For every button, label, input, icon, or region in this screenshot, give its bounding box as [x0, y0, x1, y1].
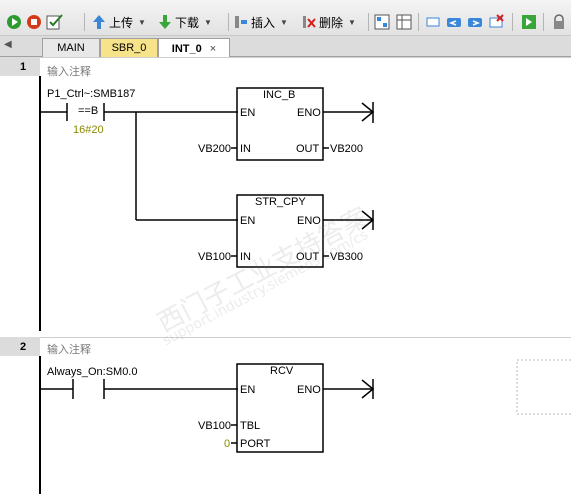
run-icon[interactable] [6, 12, 22, 32]
box-inc-b-in: IN [240, 143, 251, 155]
box-inc-b-out: OUT [296, 143, 320, 155]
network-2-header[interactable] [0, 337, 40, 356]
tab-main-label: MAIN [57, 42, 85, 54]
download-button[interactable]: 下载 ▼ [158, 12, 212, 32]
box-str-cpy-en: EN [240, 215, 256, 227]
contact-1-value[interactable]: 16#20 [73, 124, 104, 136]
symbol-table-icon[interactable] [396, 12, 412, 32]
blank-box-icon[interactable] [425, 12, 441, 32]
upload-label: 上传 [109, 15, 134, 30]
scroll-left-icon[interactable]: ◀ [4, 39, 12, 50]
network-1-comment[interactable]: 输入注释 [47, 66, 91, 78]
box-str-cpy-out: OUT [296, 251, 320, 263]
tab-int-0-label: INT_0 [171, 42, 202, 55]
contact-1-op: ==B [78, 105, 99, 117]
contact-2-operand[interactable]: Always_On:SM0.0 [47, 366, 138, 378]
back-arrow-icon[interactable] [446, 12, 462, 32]
box-inc-b-eno: ENO [297, 107, 321, 119]
box-inc-b-in-operand[interactable]: VB200 [198, 143, 232, 155]
box-str-cpy-title: STR_CPY [255, 196, 306, 208]
tab-sbr-0-label: SBR_0 [111, 42, 147, 54]
close-tab-icon[interactable]: × [209, 42, 217, 55]
download-label: 下载 [175, 15, 200, 30]
upload-dropdown-icon[interactable]: ▼ [138, 17, 146, 27]
clear-icon[interactable] [488, 12, 504, 32]
insert-label: 插入 [251, 15, 276, 30]
selection-box [516, 359, 571, 415]
insert-icon [235, 16, 247, 28]
box-str-cpy-out-operand[interactable]: VB300 [330, 251, 364, 263]
tab-sbr-0[interactable]: SBR_0 [100, 38, 158, 57]
box-inc-b-en: EN [240, 107, 256, 119]
upload-arrow-icon [93, 15, 105, 29]
network-view-icon[interactable] [374, 12, 390, 32]
ladder-editor[interactable]: 1 2 输入注释 输入注释 [0, 57, 571, 494]
box-rcv-port: PORT [240, 438, 271, 450]
box-str-cpy-eno: ENO [297, 215, 321, 227]
forward-arrow-icon[interactable] [467, 12, 483, 32]
box-str-cpy-in: IN [240, 251, 251, 263]
network-1-number: 1 [20, 61, 27, 73]
contact-1-operand[interactable]: P1_Ctrl~:SMB187 [47, 88, 136, 100]
box-str-cpy-in-operand[interactable]: VB100 [198, 251, 232, 263]
delete-dropdown-icon[interactable]: ▼ [348, 17, 356, 27]
insert-dropdown-icon[interactable]: ▼ [280, 17, 288, 27]
power-rail-1 [39, 76, 41, 331]
network-2-number: 2 [20, 341, 27, 353]
stop-icon[interactable] [26, 12, 42, 32]
box-rcv-en: EN [240, 384, 256, 396]
download-arrow-icon [159, 15, 171, 29]
exit-icon[interactable] [521, 12, 537, 32]
network-2-comment[interactable]: 输入注释 [47, 344, 91, 356]
box-rcv-title: RCV [270, 365, 294, 377]
upload-button[interactable]: 上传 ▼ [92, 12, 146, 32]
delete-label: 删除 [319, 15, 344, 30]
power-rail-2 [39, 356, 41, 494]
insert-button[interactable]: 插入 ▼ [234, 12, 288, 32]
compile-icon[interactable] [46, 12, 64, 32]
tab-main[interactable]: MAIN [42, 38, 100, 57]
tab-int-0[interactable]: INT_0 × [158, 38, 230, 58]
download-dropdown-icon[interactable]: ▼ [204, 17, 212, 27]
lock-icon[interactable] [551, 12, 567, 32]
box-rcv-eno: ENO [297, 384, 321, 396]
box-rcv-port-operand[interactable]: 0 [224, 438, 231, 450]
delete-icon [303, 16, 316, 28]
network-1-header[interactable] [0, 57, 40, 76]
box-rcv-tbl-operand[interactable]: VB100 [198, 420, 232, 432]
box-inc-b-out-operand[interactable]: VB200 [330, 143, 364, 155]
box-rcv-tbl: TBL [240, 420, 261, 432]
ladder-diagram [41, 87, 571, 453]
toolbar: 上传 ▼ 下载 ▼ 插入 ▼ 删除 ▼ [0, 0, 571, 36]
box-inc-b-title: INC_B [263, 89, 296, 101]
tab-strip: ◀ MAIN SBR_0 INT_0 × [0, 36, 571, 58]
delete-button[interactable]: 删除 ▼ [302, 12, 356, 32]
